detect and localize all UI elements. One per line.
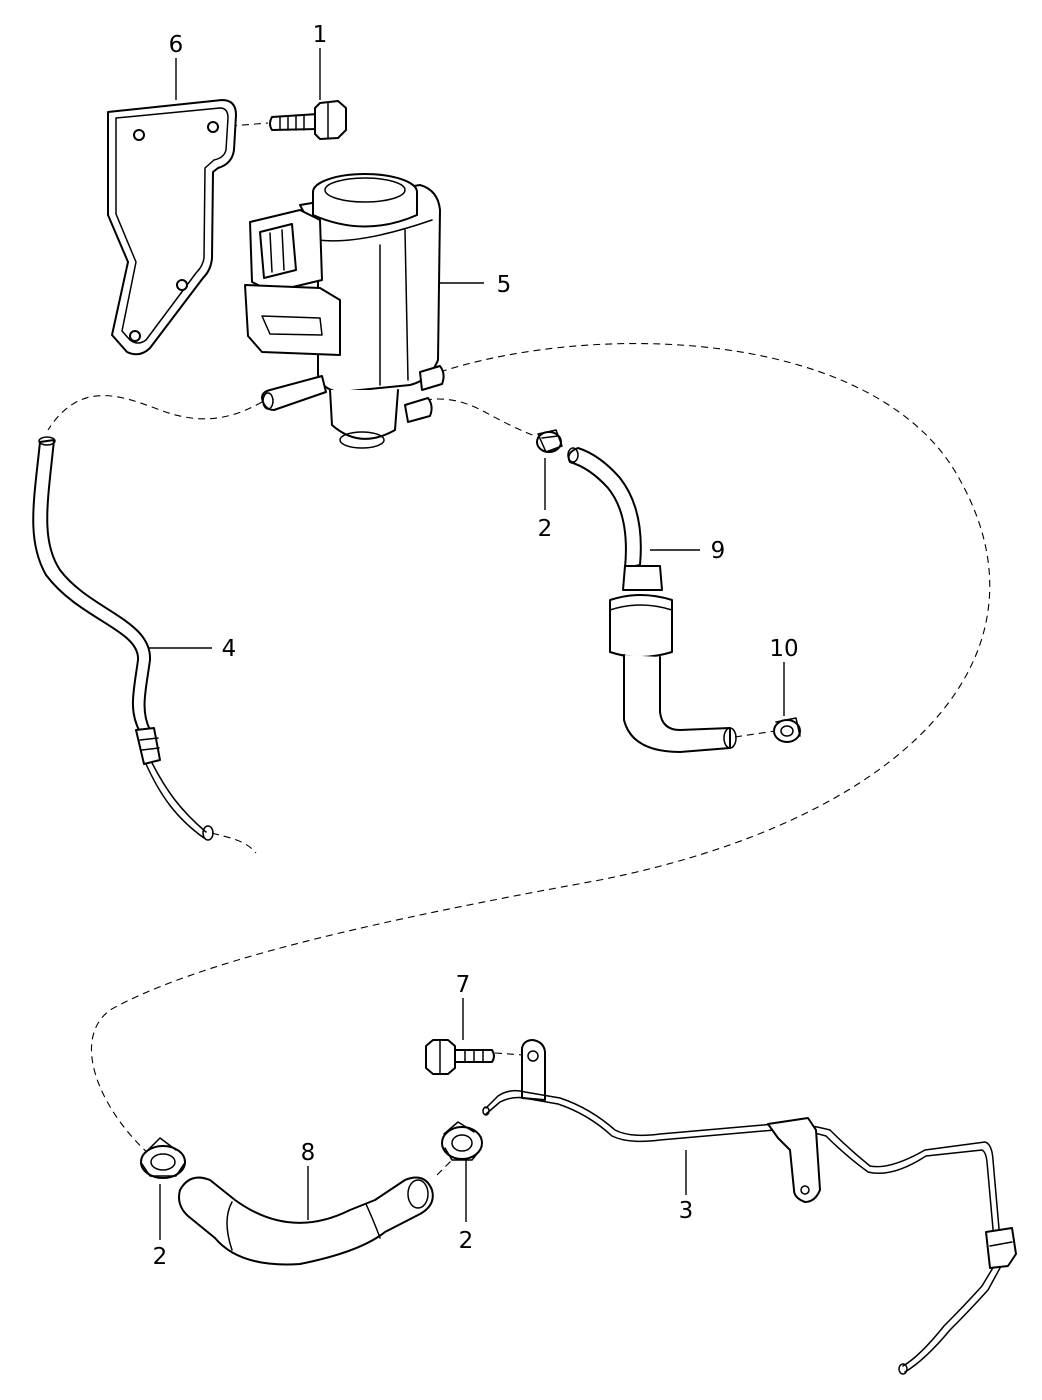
pressure-valve-part-5 [244, 173, 445, 449]
callout-labels: 1 6 5 2 9 4 10 7 8 2 2 3 [153, 22, 799, 1270]
callout-4: 4 [222, 636, 237, 662]
callout-5: 5 [497, 272, 512, 298]
callout-6: 6 [169, 32, 184, 58]
callout-1: 1 [313, 22, 328, 48]
hose-clamp-part-2-bottom-mid [441, 1121, 483, 1161]
hose-part-8 [178, 1176, 434, 1266]
hose-part-9 [567, 447, 737, 753]
dashed-routing-lines [47, 122, 991, 1176]
callout-7: 7 [456, 972, 471, 998]
bolt-part-7 [425, 1039, 495, 1075]
leader-lines [148, 48, 785, 1240]
callout-10: 10 [769, 636, 798, 662]
callout-9: 9 [711, 538, 726, 564]
hose-clamp-part-2-top [536, 429, 563, 453]
hose-clamp-part-10 [773, 717, 801, 743]
metal-line-part-3 [482, 1039, 1017, 1375]
hose-part-4 [32, 436, 214, 841]
callout-3: 3 [679, 1198, 694, 1224]
bracket-plate-part-6 [107, 99, 237, 356]
callout-2-bottom-mid: 2 [459, 1228, 474, 1254]
hose-clamp-part-2-bottom-left [140, 1137, 186, 1179]
callout-8: 8 [301, 1140, 316, 1166]
callout-2-bottom-left: 2 [153, 1244, 168, 1270]
bolt-part-1 [269, 100, 347, 140]
callout-2-top: 2 [538, 516, 553, 542]
